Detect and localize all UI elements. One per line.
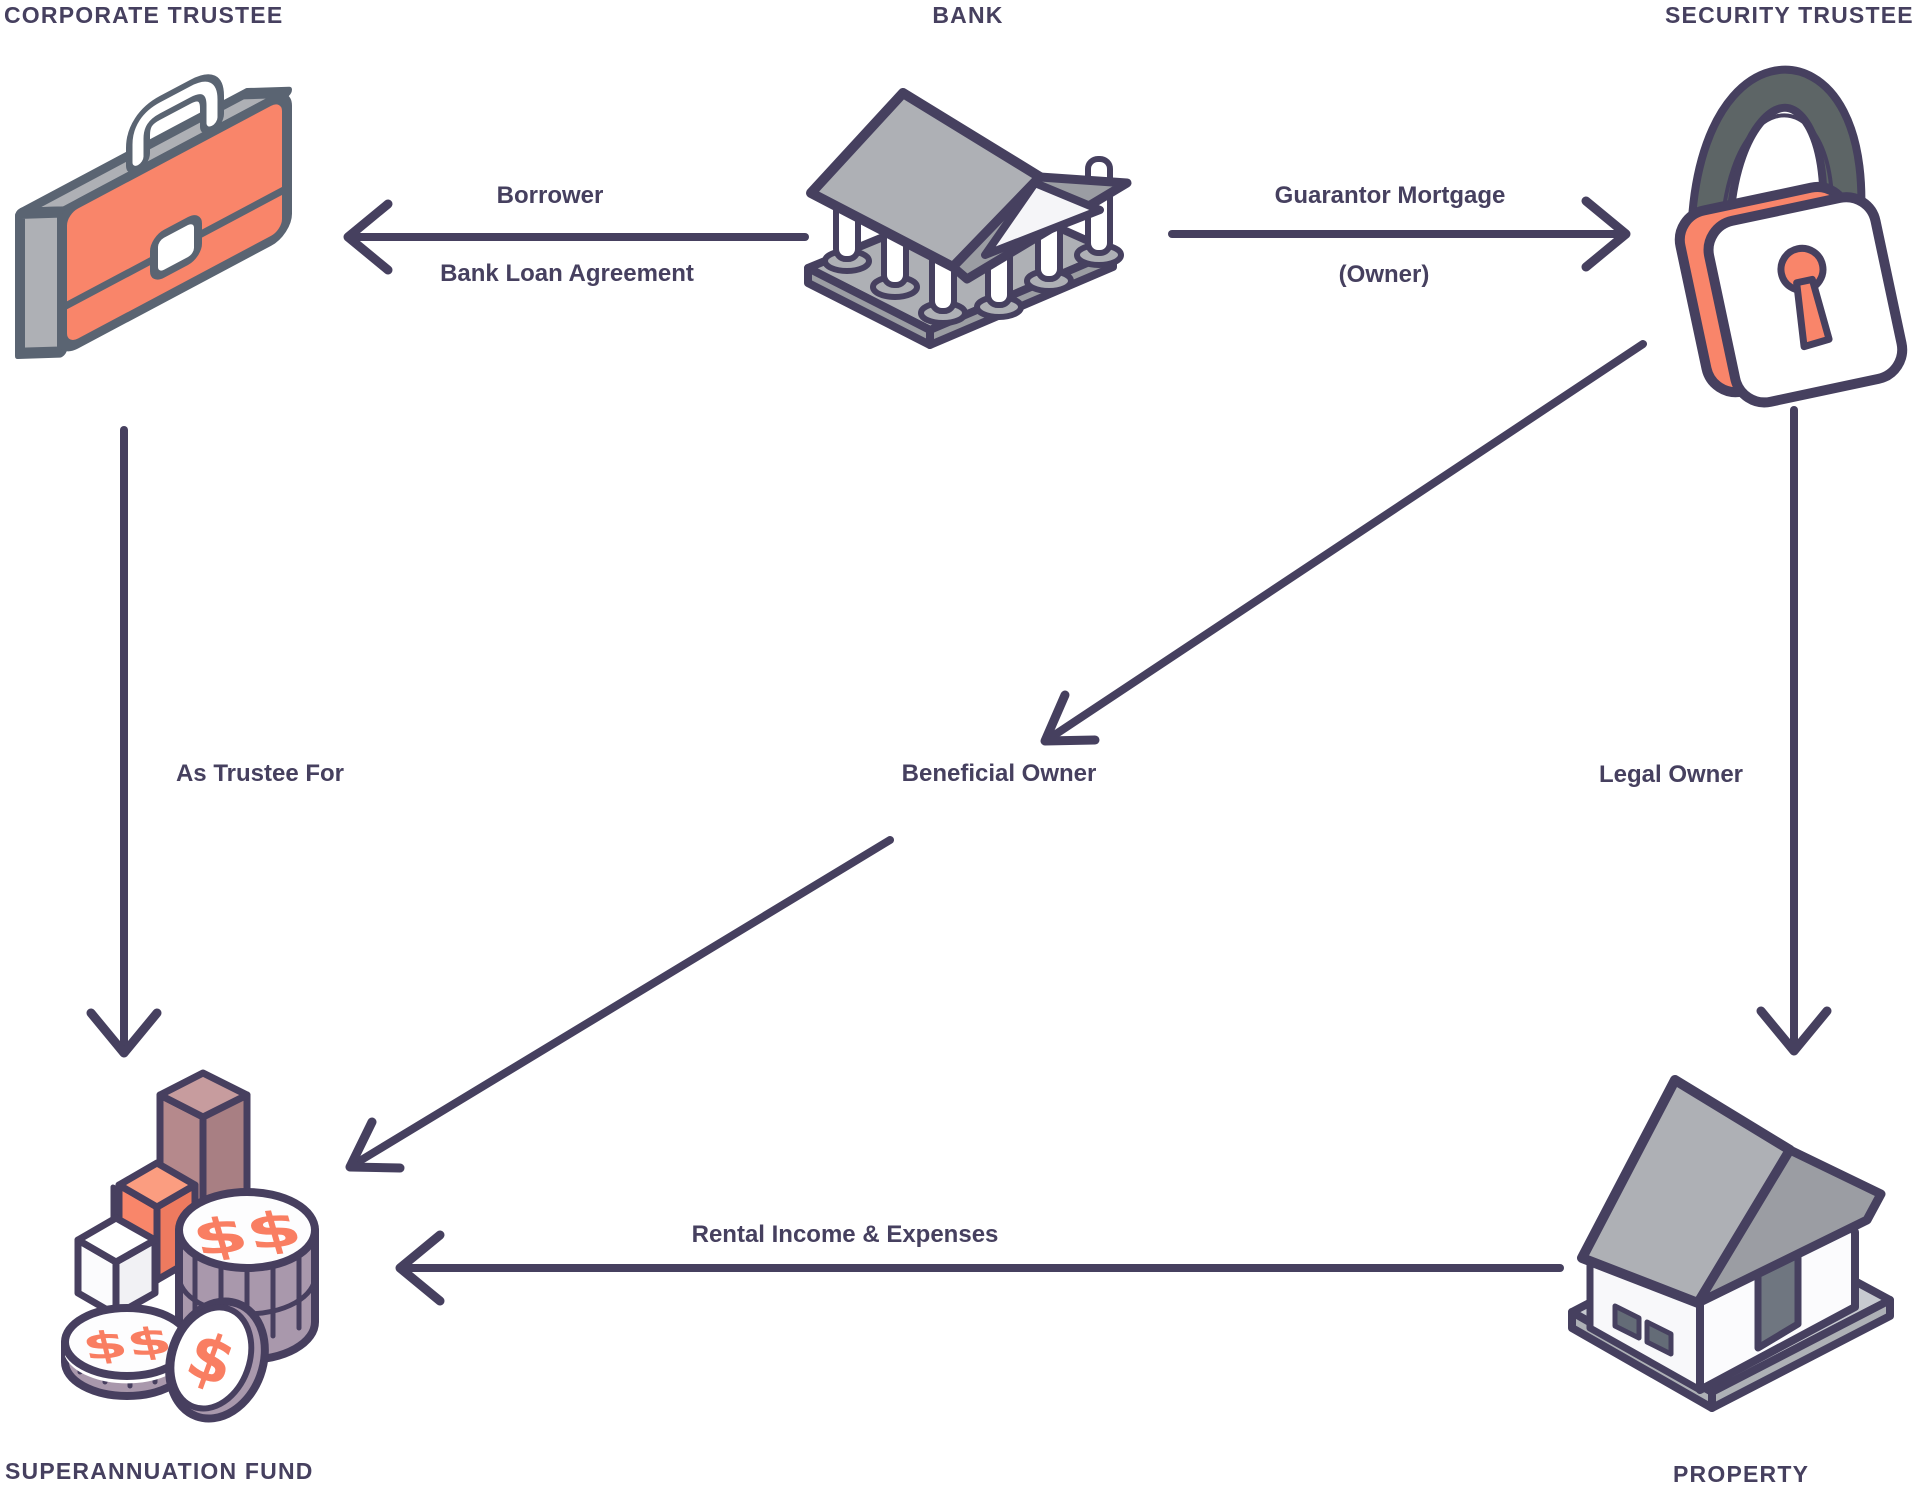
svg-text:$$: $$ [78,1319,177,1369]
edge-label-guarantor-mortgage: Guarantor Mortgage [1274,182,1506,209]
house-icon [1568,1075,1894,1412]
node-title-superannuation-fund: SUPERANNUATION FUND [5,1458,314,1484]
arrow-property-to-superannuation-fund [395,1230,1564,1306]
arrow-security-trustee-to-superannuation-fund-lower [345,836,894,1173]
edge-label-as-trustee-for: As Trustee For [175,760,345,787]
node-title-corporate-trustee: CORPORATE TRUSTEE [4,2,284,28]
edge-label-legal-owner: Legal Owner [1598,761,1744,788]
edge-label-beneficial-owner: Beneficial Owner [901,760,1097,787]
arrow-security-trustee-to-property [1756,406,1832,1056]
padlock-icon [1674,65,1908,408]
edge-label-borrower: Borrower [496,182,604,209]
svg-text:$$: $$ [186,1201,309,1268]
window [1644,1319,1674,1357]
arrow-corporate-trustee-to-superannuation-fund [86,426,162,1058]
node-title-property: PROPERTY [1673,1461,1810,1487]
arrow-bank-to-corporate-trustee [343,199,809,275]
coins-bar-chart-icon: $$ $$ $ [61,1069,319,1423]
edge-label-rental-income-expenses: Rental Income & Expenses [691,1221,999,1248]
node-title-security-trustee: SECURITY TRUSTEE [1665,2,1914,28]
node-title-bank: BANK [932,2,1004,28]
edge-label-bank-loan-agreement: Bank Loan Agreement [440,260,694,287]
arrow-security-trustee-to-superannuation-fund-upper [1040,340,1647,746]
briefcase-icon [15,74,292,359]
bank-icon [804,88,1132,349]
bar-white-cube [74,1214,159,1319]
window [1612,1303,1642,1341]
edge-label-owner: (Owner) [1338,261,1430,288]
arrow-bank-to-security-trustee [1168,196,1631,272]
coin-tilted: $ [165,1297,269,1423]
